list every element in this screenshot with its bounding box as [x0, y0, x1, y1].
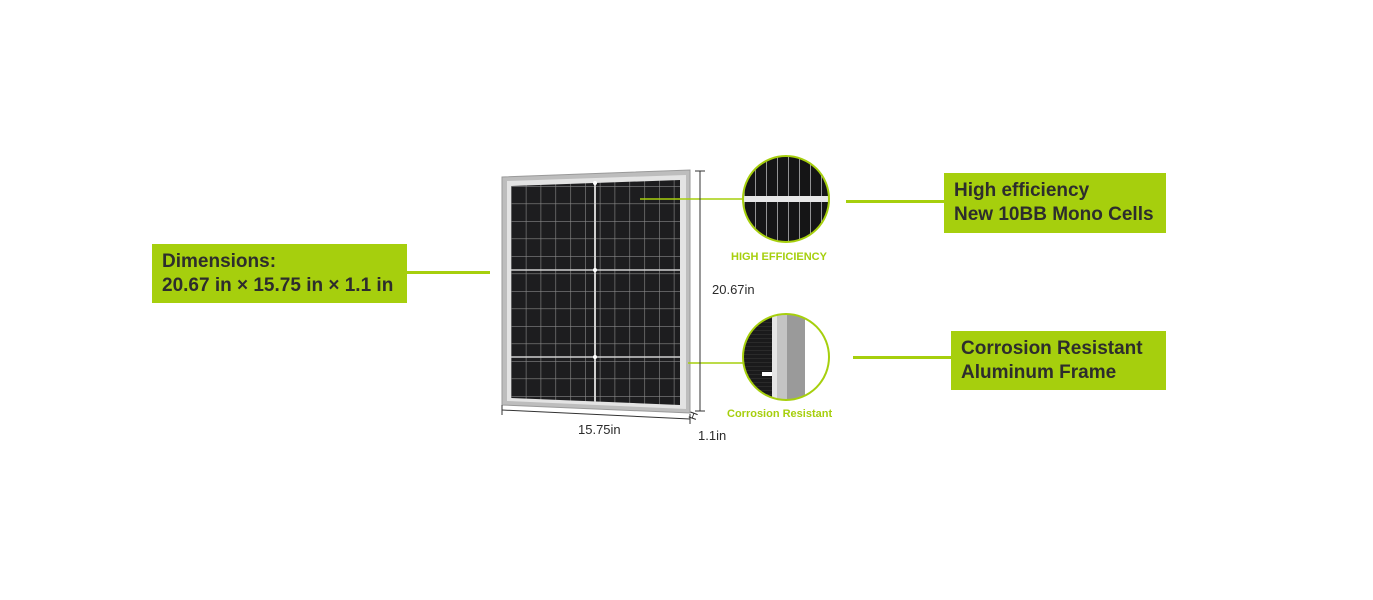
dimensions-value: 20.67 in × 15.75 in × 1.1 in	[162, 275, 394, 296]
frame-callout: Corrosion Resistant Aluminum Frame	[951, 331, 1166, 390]
dimensions-connector	[407, 271, 490, 274]
frame-badge-label: Corrosion Resistant	[727, 408, 833, 420]
frame-subtitle: Aluminum Frame	[961, 362, 1117, 383]
depth-label: 1.1in	[698, 428, 727, 443]
height-label: 20.67in	[712, 282, 755, 297]
frame-connector	[853, 356, 951, 359]
efficiency-callout: High efficiency New 10BB Mono Cells	[944, 173, 1166, 233]
efficiency-connector	[846, 200, 944, 203]
dimensions-title: Dimensions:	[162, 251, 277, 272]
efficiency-title: High efficiency	[954, 180, 1090, 201]
frame-magnifier	[743, 314, 829, 400]
frame-title: Corrosion Resistant	[961, 338, 1143, 359]
efficiency-badge-label: HIGH EFFICIENCY	[731, 251, 827, 263]
efficiency-magnifier	[743, 156, 829, 242]
width-dimension-line	[501, 409, 691, 420]
efficiency-subtitle: New 10BB Mono Cells	[954, 204, 1154, 225]
dimensions-callout: Dimensions: 20.67 in × 15.75 in × 1.1 in	[152, 244, 407, 303]
width-label: 15.75in	[578, 422, 621, 437]
